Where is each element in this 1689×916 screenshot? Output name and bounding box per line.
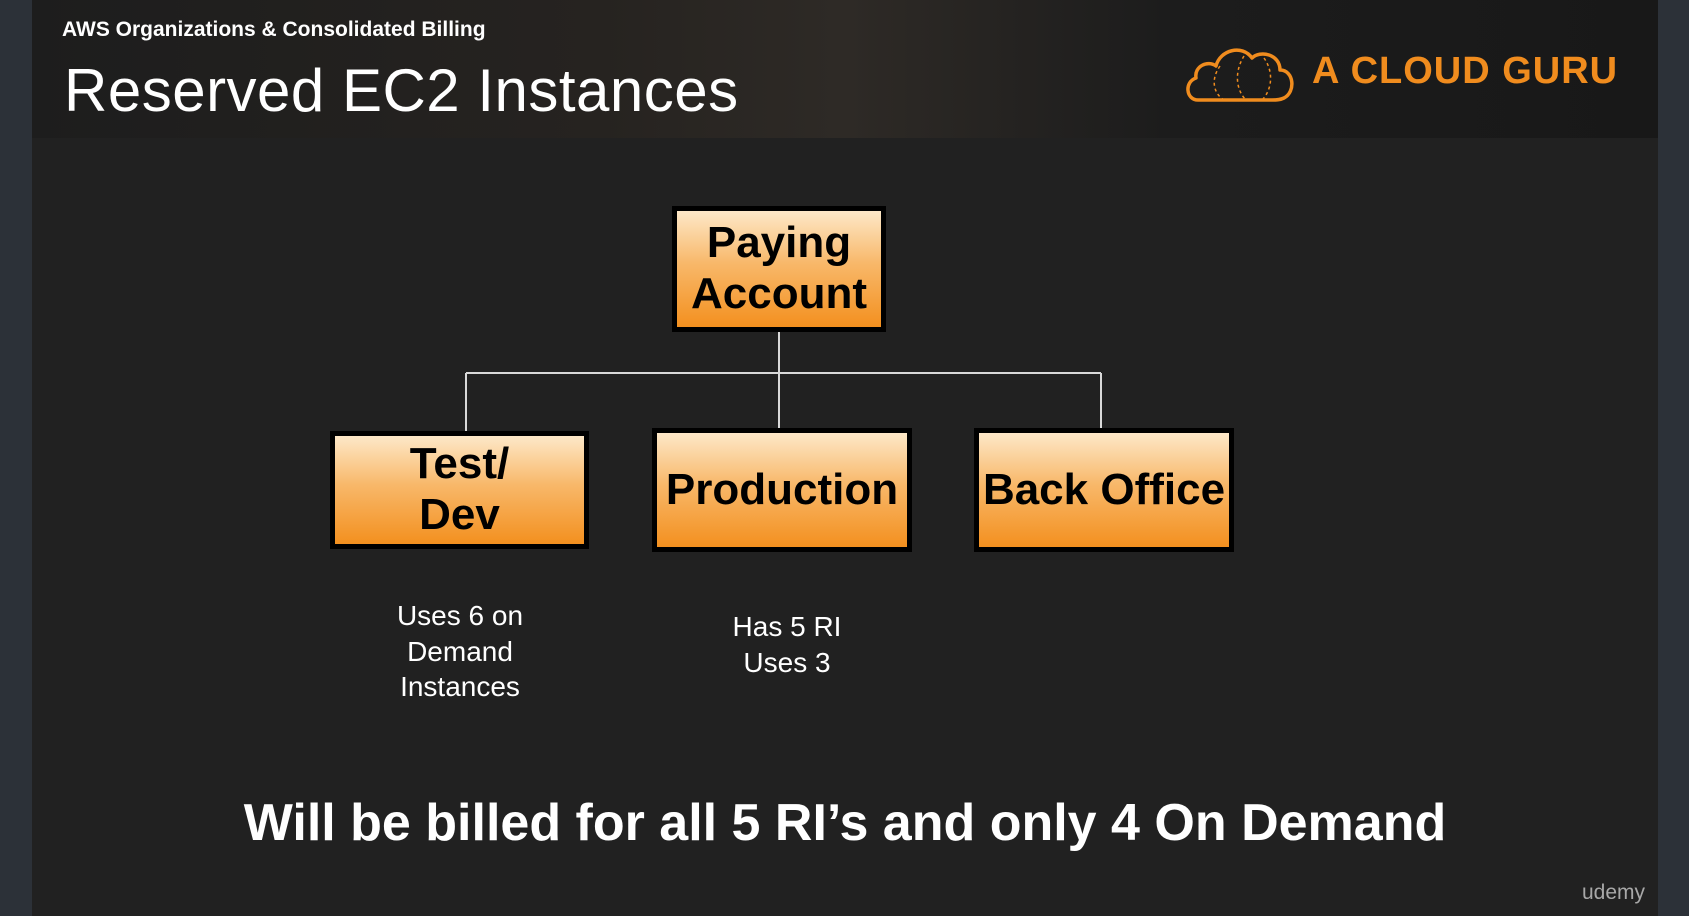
udemy-watermark: udemy (1582, 881, 1646, 904)
test-dev-box: Test/ Dev (330, 431, 589, 549)
slide-subtitle: AWS Organizations & Consolidated Billing (62, 18, 486, 41)
back-office-label: Back Office (982, 464, 1226, 514)
org-connectors (465, 332, 1102, 431)
brand-logo-text: A CLOUD GURU (1312, 50, 1619, 92)
paying-account-label: Paying Account (691, 218, 867, 318)
slide: AWS Organizations & Consolidated Billing… (32, 0, 1658, 916)
slide-title: Reserved EC2 Instances (64, 57, 739, 124)
production-label: Production (665, 464, 899, 514)
slide-header: AWS Organizations & Consolidated Billing… (32, 0, 1658, 138)
billing-conclusion: Will be billed for all 5 RI’s and only 4… (243, 794, 1447, 852)
test-dev-label: Test/ Dev (409, 439, 510, 539)
paying-account-box: Paying Account (672, 206, 886, 332)
test-dev-note: Uses 6 on Demand Instances (396, 600, 524, 703)
production-note: Has 5 RI Uses 3 (732, 611, 842, 678)
production-box: Production (652, 428, 912, 552)
cloud-icon (1186, 48, 1294, 102)
brand-logo: A CLOUD GURU (1180, 32, 1620, 112)
back-office-box: Back Office (974, 428, 1234, 552)
